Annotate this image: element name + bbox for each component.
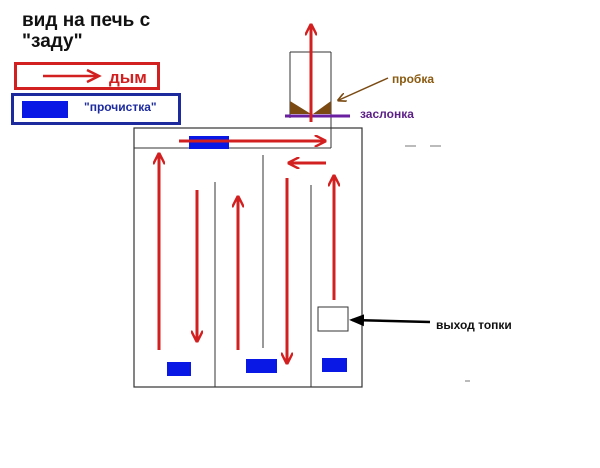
page-title: вид на печь с "заду" — [22, 10, 151, 52]
cleanout-bottom-1 — [167, 362, 191, 376]
legend-cleanout-swatch — [22, 101, 68, 118]
cork-shape-right — [313, 101, 331, 114]
cork-label: пробка — [392, 72, 434, 86]
legend-cleanout: "прочистка" — [11, 93, 181, 125]
legend-cleanout-label: "прочистка" — [84, 100, 157, 114]
legend-smoke-label: дым — [109, 68, 147, 87]
cork-shape — [290, 101, 311, 114]
cleanout-bottom-2 — [246, 359, 277, 373]
legend-smoke-arrow-icon — [43, 68, 102, 84]
firebox-outlet-label: выход топки — [436, 318, 512, 332]
outlet-pointer-arrow — [349, 314, 431, 327]
cork-pointer-arrow — [339, 77, 389, 100]
legend-smoke: дым — [14, 62, 160, 90]
damper-label: заслонка — [360, 107, 414, 121]
stove-body — [133, 127, 363, 388]
cleanout-bottom-3 — [322, 358, 347, 372]
firebox-outlet-box — [317, 306, 349, 332]
